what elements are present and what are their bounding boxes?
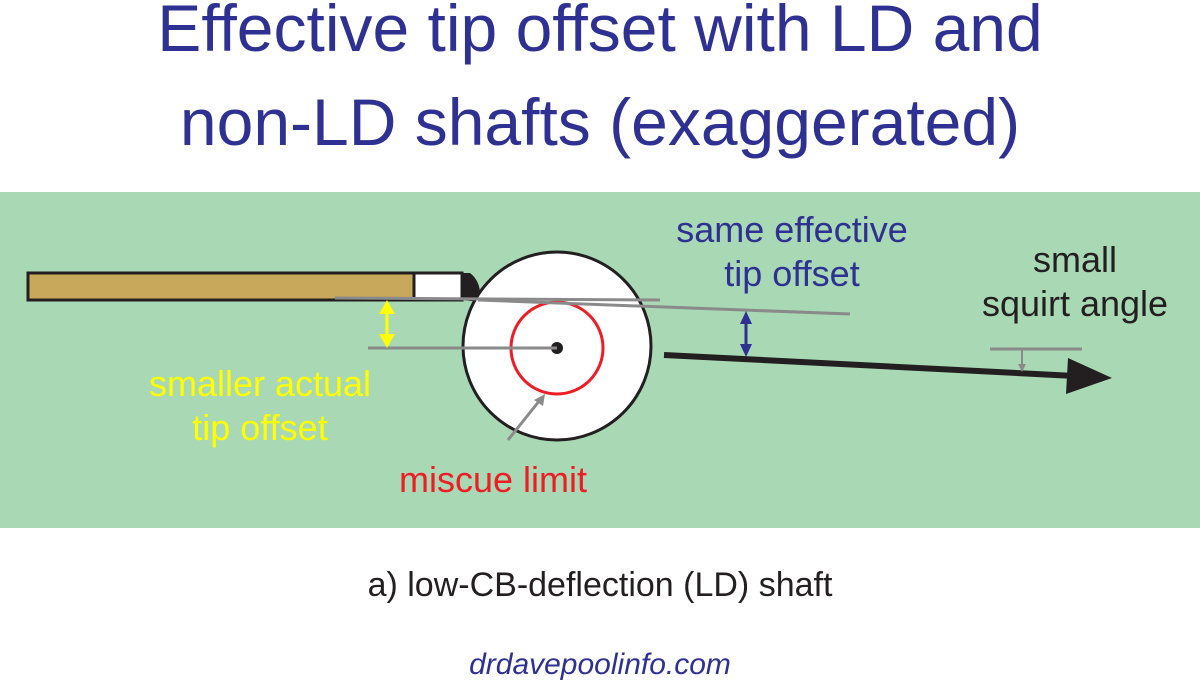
effective-offset-arrow [740, 311, 752, 357]
actual-offset-label: smaller actual tip offset [115, 362, 405, 450]
actual-offset-label-line-1: smaller actual [148, 363, 372, 404]
miscue-limit-label: miscue limit [368, 458, 618, 502]
effective-offset-label-line-2: tip offset [724, 253, 860, 294]
diagram-panel: same effective tip offset small squirt a… [0, 192, 1200, 528]
cue-aim-line [334, 296, 661, 302]
cue-ball-direction-arrow [663, 352, 1112, 394]
title-line-2: non-LD shafts (exaggerated) [179, 85, 1021, 159]
diagram-svg [26, 250, 1112, 442]
actual-offset-label-line-2: tip offset [192, 407, 328, 448]
title-line-1: Effective tip offset with LD and [157, 0, 1043, 65]
cue-shaft [26, 271, 416, 302]
effective-offset-label-line-1: same effective [676, 209, 908, 250]
miscue-pointer [506, 394, 545, 441]
effective-offset-label: same effective tip offset [642, 208, 942, 296]
squirt-angle-label-line-1: small [1032, 239, 1117, 280]
squirt-angle-label-line-2: squirt angle [981, 283, 1169, 324]
site-credit: drdavepoolinfo.com [469, 648, 731, 681]
effective-direction-line [477, 298, 851, 316]
cue-ferrule [412, 271, 464, 302]
figure-caption: a) low-CB-deflection (LD) shaft [367, 566, 833, 604]
actual-offset-arrow [379, 300, 395, 348]
squirt-angle-label: small squirt angle [955, 238, 1195, 326]
cue-tip [462, 273, 481, 302]
squirt-angle-indicator [990, 347, 1082, 372]
miscue-limit-label-text: miscue limit [398, 459, 587, 500]
